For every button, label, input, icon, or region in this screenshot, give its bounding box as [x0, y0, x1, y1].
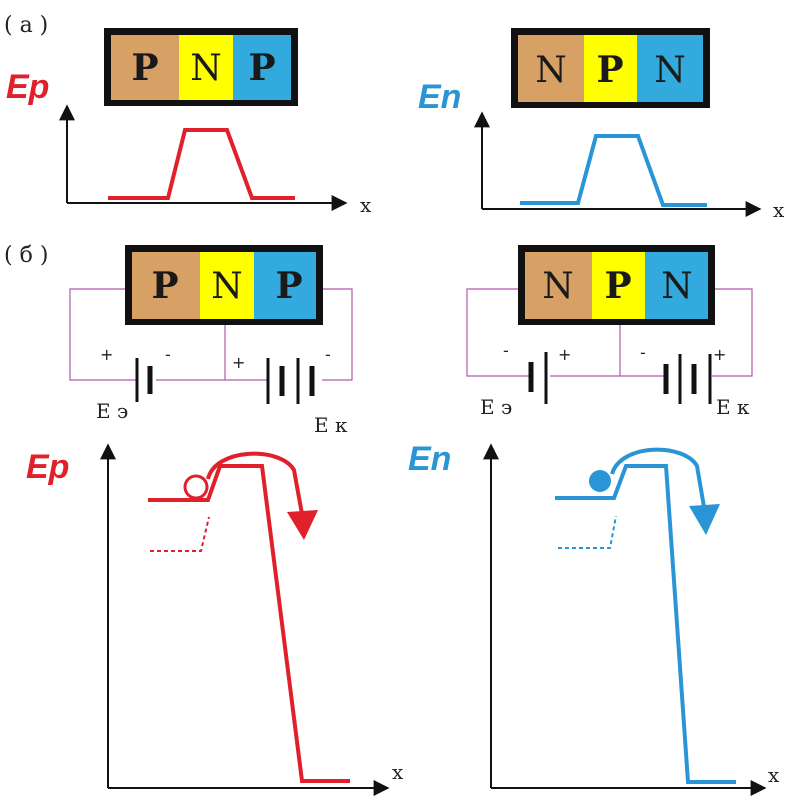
- block-a-left: P N P: [104, 28, 298, 106]
- region-p-collector: [254, 252, 316, 319]
- region-n-emitter: [518, 35, 584, 102]
- energy-plot-b-right: En x: [408, 440, 780, 796]
- energy-plot-a-right: En x: [418, 78, 785, 222]
- x-axis-label: x: [768, 763, 780, 787]
- forward-biased-barrier-curve: [148, 464, 350, 783]
- battery-sign: +: [713, 345, 726, 364]
- carrier-flow-arrowhead: [689, 504, 720, 535]
- axis-label-ep: Ep: [26, 448, 69, 486]
- region-label: P: [275, 265, 302, 307]
- hole-carrier: [183, 474, 209, 500]
- region-n-emitter: [525, 252, 592, 319]
- section-b-label: ( б ): [4, 243, 48, 268]
- region-label: P: [604, 265, 631, 307]
- region-label: P: [596, 49, 623, 91]
- region-label: N: [654, 50, 686, 91]
- region-label: P: [248, 47, 275, 89]
- region-label: N: [542, 266, 574, 307]
- collector-battery: [663, 354, 712, 404]
- block-b-left: P N P: [125, 245, 323, 325]
- region-n-base: [179, 35, 233, 100]
- axis-label-ep: Ep: [6, 68, 49, 106]
- region-n-collector: [637, 35, 703, 102]
- equilibrium-level-dashed: [150, 516, 210, 552]
- battery-sign: -: [165, 345, 171, 364]
- circuit-b-left: [69, 288, 353, 404]
- collector-source-label: Е к: [716, 395, 750, 419]
- block-a-right: N P N: [511, 28, 710, 108]
- potential-barrier-curve: [520, 134, 707, 207]
- forward-biased-barrier-curve: [555, 464, 736, 784]
- battery-sign: -: [503, 341, 509, 360]
- circuit-b-right: [466, 288, 753, 404]
- region-label: P: [151, 265, 178, 307]
- block-b-right: N P N: [518, 245, 715, 325]
- region-n-base: [200, 252, 254, 319]
- region-label: N: [190, 48, 222, 89]
- region-p-emitter: [111, 35, 179, 100]
- battery-sign: -: [640, 343, 646, 362]
- emitter-source-label: Е э: [96, 399, 128, 423]
- x-axis-label: x: [773, 198, 785, 222]
- region-p-emitter: [132, 252, 200, 319]
- region-p-collector: [233, 35, 291, 100]
- carrier-flow-arrow: [206, 451, 304, 515]
- battery-sign: -: [325, 345, 331, 364]
- axis-label-en: En: [418, 78, 461, 116]
- section-a-label: ( а ): [4, 13, 48, 38]
- emitter-source-label: Е э: [480, 395, 512, 419]
- region-n-collector: [645, 252, 708, 319]
- electron-carrier: [589, 470, 611, 492]
- collector-source-label: Е к: [314, 413, 348, 437]
- circuit-wire: [466, 288, 530, 377]
- carrier-flow-arrowhead: [287, 510, 318, 540]
- emitter-battery: [135, 358, 153, 402]
- axis-label-en: En: [408, 440, 451, 478]
- equilibrium-level-dashed: [558, 515, 617, 549]
- battery-sign: +: [100, 345, 113, 364]
- region-p-base: [592, 252, 645, 319]
- region-label: N: [661, 266, 693, 307]
- battery-sign: +: [232, 353, 245, 372]
- region-label: P: [131, 47, 158, 89]
- emitter-battery: [528, 352, 548, 404]
- collector-battery: [266, 358, 315, 404]
- circuit-wire: [69, 288, 138, 381]
- carrier-flow-arrow: [610, 447, 706, 508]
- x-axis-label: x: [392, 760, 404, 784]
- energy-plot-b-left: Ep x: [26, 443, 404, 796]
- x-axis-label: x: [360, 193, 372, 217]
- circuit-wire: [322, 288, 353, 381]
- region-label: N: [211, 266, 243, 307]
- region-p-base: [584, 35, 637, 102]
- battery-sign: +: [558, 345, 571, 364]
- energy-plot-a-left: Ep x: [6, 68, 372, 217]
- circuit-wire: [712, 288, 753, 377]
- potential-barrier-curve: [108, 128, 295, 200]
- region-label: N: [535, 50, 567, 91]
